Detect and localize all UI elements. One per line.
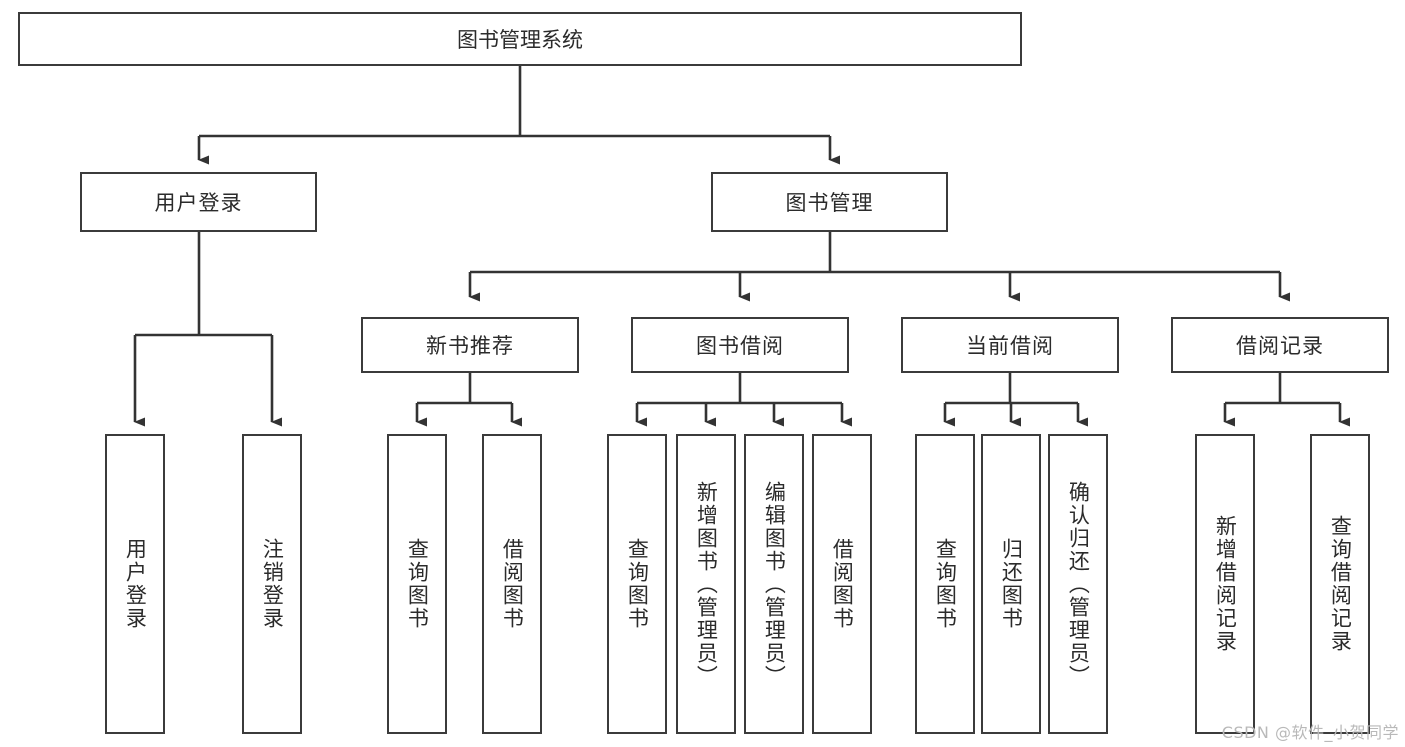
leaf-user-login[interactable]: 用户登录 [105, 434, 165, 734]
node-borrow-record-label: 借阅记录 [1236, 334, 1324, 358]
leaf-query-book-2-label: 查询图书 [625, 538, 650, 630]
leaf-user-login-label: 用户登录 [123, 538, 148, 630]
node-book-borrow[interactable]: 图书借阅 [631, 317, 849, 373]
leaf-query-book-1-label: 查询图书 [405, 538, 430, 630]
node-current-borrow-label: 当前借阅 [966, 334, 1054, 358]
node-root[interactable]: 图书管理系统 [18, 12, 1022, 66]
node-book-manage[interactable]: 图书管理 [711, 172, 948, 232]
node-user-login[interactable]: 用户登录 [80, 172, 317, 232]
leaf-query-book-2[interactable]: 查询图书 [607, 434, 667, 734]
leaf-borrow-book-1[interactable]: 借阅图书 [482, 434, 542, 734]
node-new-book-recommend-label: 新书推荐 [426, 334, 514, 358]
leaf-query-book-3[interactable]: 查询图书 [915, 434, 975, 734]
leaf-query-book-1[interactable]: 查询图书 [387, 434, 447, 734]
leaf-user-logout[interactable]: 注销登录 [242, 434, 302, 734]
leaf-add-book[interactable]: 新增图书（管理员） [676, 434, 736, 734]
node-book-borrow-label: 图书借阅 [696, 334, 784, 358]
leaf-confirm-return[interactable]: 确认归还（管理员） [1048, 434, 1108, 734]
leaf-add-record-label: 新增借阅记录 [1213, 515, 1238, 653]
leaf-return-book[interactable]: 归还图书 [981, 434, 1041, 734]
node-user-login-label: 用户登录 [154, 191, 243, 215]
watermark: CSDN @软件_小贺同学 [1221, 723, 1399, 742]
leaf-edit-book-label: 编辑图书（管理员） [762, 480, 787, 688]
node-root-label: 图书管理系统 [457, 28, 583, 52]
node-current-borrow[interactable]: 当前借阅 [901, 317, 1119, 373]
leaf-edit-book[interactable]: 编辑图书（管理员） [744, 434, 804, 734]
leaf-borrow-book-2-label: 借阅图书 [830, 538, 855, 630]
leaf-query-record[interactable]: 查询借阅记录 [1310, 434, 1370, 734]
leaf-query-book-3-label: 查询图书 [933, 538, 958, 630]
leaf-borrow-book-2[interactable]: 借阅图书 [812, 434, 872, 734]
leaf-query-record-label: 查询借阅记录 [1328, 515, 1353, 653]
node-borrow-record[interactable]: 借阅记录 [1171, 317, 1389, 373]
leaf-return-book-label: 归还图书 [999, 538, 1024, 630]
node-new-book-recommend[interactable]: 新书推荐 [361, 317, 579, 373]
leaf-borrow-book-1-label: 借阅图书 [500, 538, 525, 630]
leaf-add-book-label: 新增图书（管理员） [694, 480, 719, 688]
node-book-manage-label: 图书管理 [785, 191, 874, 215]
leaf-add-record[interactable]: 新增借阅记录 [1195, 434, 1255, 734]
leaf-user-logout-label: 注销登录 [260, 538, 285, 630]
leaf-confirm-return-label: 确认归还（管理员） [1066, 480, 1091, 688]
